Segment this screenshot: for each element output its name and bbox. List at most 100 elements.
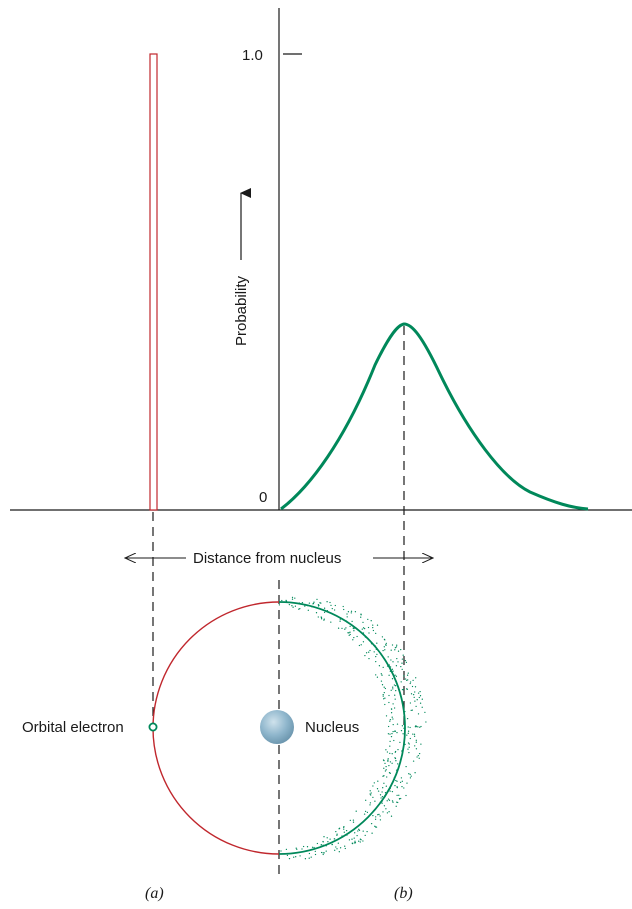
cloud-dot xyxy=(411,685,414,688)
cloud-dot xyxy=(398,798,401,800)
cloud-dot xyxy=(343,831,345,833)
cloud-dot xyxy=(354,611,357,613)
cloud-dot xyxy=(376,676,379,678)
cloud-dot xyxy=(348,634,350,637)
cloud-dot xyxy=(320,616,322,618)
cloud-dot xyxy=(286,854,289,857)
cloud-dot xyxy=(348,632,350,634)
y-tick-label-top: 1.0 xyxy=(242,47,263,64)
cloud-dot xyxy=(353,636,355,639)
cloud-dot xyxy=(396,780,398,782)
cloud-dot xyxy=(390,689,392,691)
cloud-dot xyxy=(381,791,383,793)
cloud-dot xyxy=(396,786,398,788)
cloud-dot xyxy=(372,626,374,629)
cloud-dot xyxy=(401,668,403,671)
cloud-dot xyxy=(352,627,354,629)
cloud-dot xyxy=(391,668,394,670)
cloud-dot xyxy=(368,651,370,653)
cloud-dot xyxy=(372,796,374,799)
orbital-electron xyxy=(148,722,158,732)
cloud-dot xyxy=(376,624,379,626)
cloud-dot xyxy=(385,769,387,771)
cloud-dot xyxy=(329,838,331,840)
probability-axis-label: Probability xyxy=(233,275,250,346)
cloud-dot xyxy=(339,847,342,849)
cloud-dot xyxy=(390,659,392,661)
cloud-dot xyxy=(410,709,412,712)
caption-b: (b) xyxy=(394,885,413,902)
cloud-dot xyxy=(369,793,371,795)
cloud-dot xyxy=(310,856,312,858)
cloud-dot xyxy=(364,834,366,837)
cloud-dot xyxy=(344,628,346,630)
cloud-dot xyxy=(325,850,327,852)
cloud-dot xyxy=(373,651,375,653)
cloud-dot xyxy=(370,792,372,794)
cloud-dot xyxy=(420,725,422,728)
cloud-dot xyxy=(412,760,415,762)
cloud-dot xyxy=(392,718,394,720)
cloud-dot xyxy=(380,673,382,675)
cloud-dot xyxy=(413,735,416,737)
cloud-dot xyxy=(393,707,396,709)
cloud-dot xyxy=(294,597,296,599)
cloud-dot xyxy=(353,837,355,839)
cloud-dot xyxy=(327,841,329,843)
cloud-dot xyxy=(346,616,348,618)
cloud-dot xyxy=(392,686,394,688)
cloud-dot xyxy=(406,717,409,720)
cloud-dot xyxy=(414,691,416,693)
cloud-dot xyxy=(385,765,387,768)
cloud-dot xyxy=(371,832,373,834)
cloud-dot xyxy=(314,850,316,853)
cloud-dot xyxy=(323,611,326,614)
cloud-dot xyxy=(352,819,355,821)
cloud-dot xyxy=(306,846,309,848)
cloud-dot xyxy=(374,818,377,820)
cloud-dot xyxy=(351,842,353,844)
cloud-dot xyxy=(350,612,352,614)
cloud-dot xyxy=(381,796,384,798)
cloud-dot xyxy=(330,604,332,607)
cloud-dot xyxy=(403,675,405,677)
cloud-dot xyxy=(400,777,403,779)
cloud-dot xyxy=(408,751,410,754)
cloud-dot xyxy=(415,739,417,741)
cloud-dot xyxy=(323,852,325,854)
cloud-dot xyxy=(396,644,398,646)
cloud-dot xyxy=(281,599,283,602)
cloud-dot xyxy=(378,813,380,816)
cloud-dot xyxy=(409,682,411,685)
wave-probability-curve xyxy=(280,322,589,511)
cloud-dot xyxy=(316,842,319,845)
cloud-dot xyxy=(338,851,340,853)
cloud-dot xyxy=(405,765,407,768)
cloud-dot xyxy=(383,698,385,700)
cloud-dot xyxy=(362,840,364,842)
cloud-dot xyxy=(292,606,294,608)
cloud-dot xyxy=(351,620,353,623)
cloud-dot xyxy=(312,602,315,605)
cloud-dot xyxy=(299,855,301,857)
cloud-dot xyxy=(418,752,421,755)
cloud-dot xyxy=(384,703,386,706)
cloud-dot xyxy=(388,674,390,676)
cloud-dot xyxy=(401,725,404,727)
cloud-dot xyxy=(291,598,294,600)
cloud-dot xyxy=(397,661,399,663)
cloud-dot xyxy=(296,848,298,850)
cloud-dot xyxy=(411,709,413,711)
cloud-dot xyxy=(405,794,407,797)
cloud-dot xyxy=(388,764,390,767)
cloud-dot xyxy=(390,735,393,738)
cloud-dot xyxy=(375,655,377,658)
cloud-dot xyxy=(412,679,414,682)
cloud-dot xyxy=(401,662,403,664)
cloud-dot xyxy=(389,720,391,722)
cloud-dot xyxy=(397,763,399,765)
cloud-dot xyxy=(337,627,340,629)
cloud-dot xyxy=(394,674,396,676)
cloud-dot xyxy=(394,784,396,787)
cloud-dot xyxy=(278,604,281,606)
